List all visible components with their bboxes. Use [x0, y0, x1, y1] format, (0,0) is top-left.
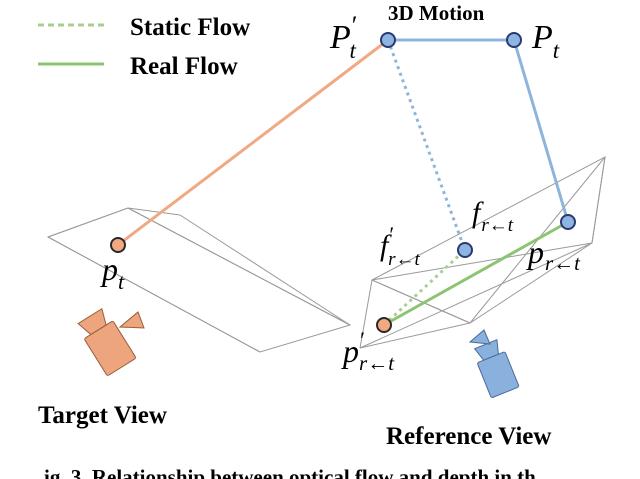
- point-p-t: [110, 237, 126, 253]
- point-p-prime: [376, 317, 392, 333]
- static-flow-line: [382, 248, 467, 327]
- label-p-r-t: pr←t: [526, 234, 581, 275]
- label-p-prime: p′r←t: [341, 328, 395, 375]
- motion-line-dotted: [386, 39, 467, 251]
- label-reference-view: Reference View: [386, 423, 551, 450]
- target-projection-line: [117, 38, 389, 247]
- label-f: fr←t: [472, 196, 514, 236]
- reference-camera-tab: [468, 329, 491, 345]
- label-3d-motion: 3D Motion: [388, 1, 485, 25]
- legend-real-flow-label: Real Flow: [130, 53, 238, 80]
- point-P-t-prime: [380, 32, 396, 48]
- label-P-t-prime: P′t: [329, 11, 357, 63]
- target-camera-icon: [77, 307, 136, 376]
- label-target-view: Target View: [38, 402, 167, 429]
- reference-camera-icon: [473, 338, 520, 398]
- label-P-t: Pt: [531, 19, 560, 63]
- label-p-t: pt: [100, 251, 125, 294]
- legend-static-flow-label: Static Flow: [130, 14, 250, 41]
- real-flow-line: [383, 220, 569, 327]
- legend: Static Flow Real Flow: [38, 14, 250, 80]
- motion-line-right: [512, 39, 570, 223]
- motion-lines: [386, 38, 570, 251]
- reference-view-frustum: [359, 156, 606, 349]
- point-p-r-t: [560, 214, 576, 230]
- point-f-prime: [457, 242, 473, 258]
- caption-fragment: ig. 3. Relationship between optical flow…: [44, 465, 536, 479]
- label-f-prime: f′r←t: [380, 222, 421, 270]
- target-camera-tab: [118, 311, 145, 329]
- target-view-frustum: [46, 207, 352, 353]
- point-P-t: [506, 32, 522, 48]
